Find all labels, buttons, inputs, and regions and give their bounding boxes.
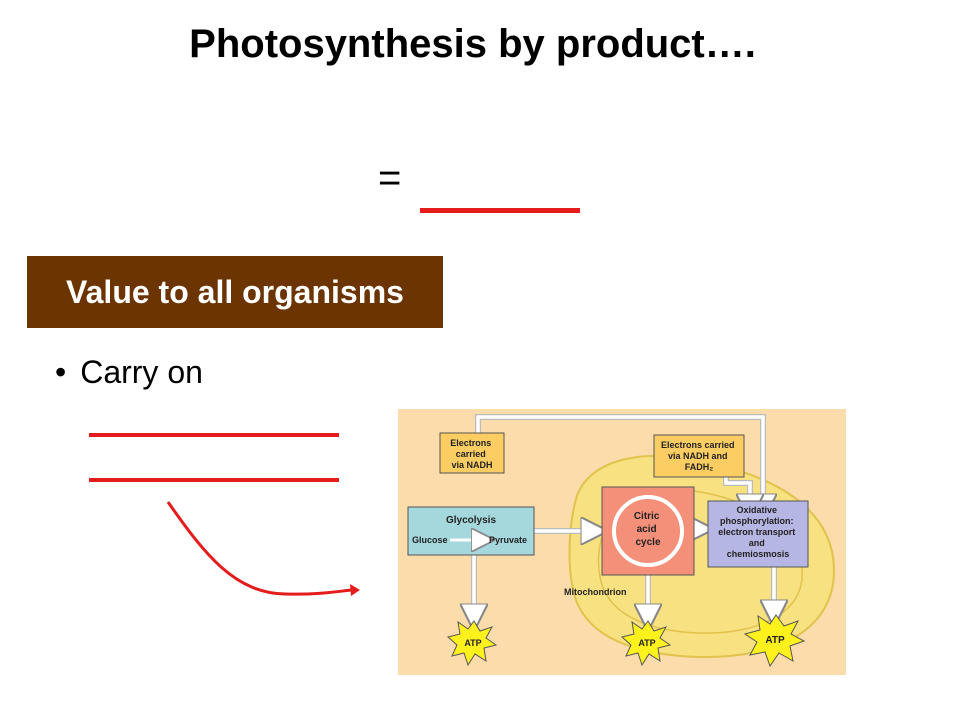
atp-burst-1: ATP — [446, 620, 498, 667]
cellular-respiration-diagram: Electrons carried via NADH Electrons car… — [398, 409, 846, 675]
svg-text:Citric acid cycle: Citric acid cycle — [634, 511, 662, 548]
citric-acid-cycle-box — [601, 486, 695, 576]
electrons-nadh-box — [439, 432, 505, 474]
glycolysis-label: Glycolysis — [446, 515, 496, 526]
answer-blank-equation — [420, 208, 580, 213]
atp-burst-2: ATP — [620, 620, 672, 667]
bullet-item: • Carry on — [55, 354, 203, 391]
red-curved-arrow — [166, 501, 360, 596]
answer-blank-2 — [89, 478, 339, 482]
bullet-text: Carry on — [80, 354, 203, 390]
equals-sign: = — [378, 156, 402, 200]
slide-title: Photosynthesis by product…. — [189, 22, 756, 66]
oxidative-phosphorylation-box — [707, 500, 809, 568]
banner-text: Value to all organisms — [66, 273, 404, 310]
atp-burst-3: ATP — [743, 614, 806, 668]
electrons-nadh-fadh-box — [653, 434, 745, 478]
pyruvate-label: Pyruvate — [489, 535, 527, 545]
bullet-dot: • — [55, 354, 67, 390]
glucose-label: Glucose — [412, 535, 448, 545]
answer-blank-1 — [89, 433, 339, 437]
value-banner: Value to all organisms — [27, 256, 443, 328]
svg-text:ATP: ATP — [765, 635, 785, 646]
svg-text:Oxidative phosphorylation:: Oxidative phosphorylation: electron tran… — [718, 505, 798, 559]
mitochondrion-label: Mitochondrion — [564, 587, 627, 597]
svg-text:ATP: ATP — [638, 638, 655, 648]
svg-text:Electrons carried via NADH: Electrons carried via NADH and FADH₂ — [661, 440, 737, 472]
svg-text:ATP: ATP — [464, 638, 481, 648]
svg-text:Electrons carried via: Electrons carried via NADH — [450, 438, 494, 470]
